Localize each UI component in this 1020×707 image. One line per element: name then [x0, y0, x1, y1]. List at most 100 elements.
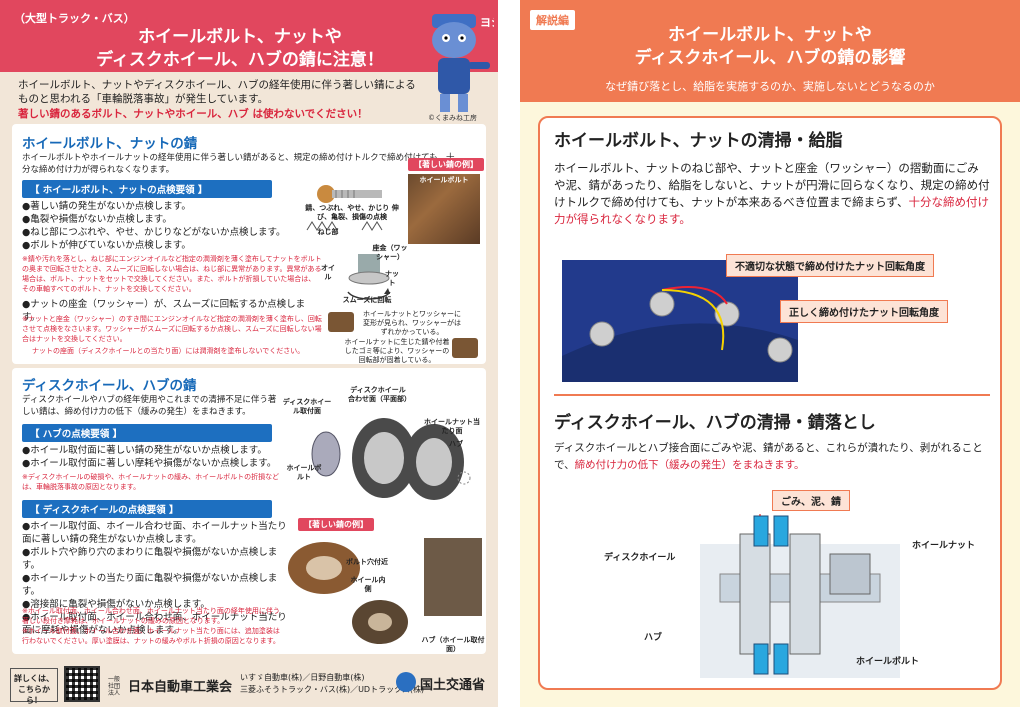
disc-hub-body: ディスクホイールとハブ接合面にごみや泥、錆があると、これらが潰れたり、剥がれるこ… [554, 440, 990, 474]
bolt-nut-highlight: 十分な締め付け力が得られなくなります。 [554, 195, 990, 226]
disc-hub-section: ディスクホイール、ハブの錆 ディスクホイールやハブの経年使用やこれまでの清掃不足… [12, 368, 486, 654]
more-info-box: 詳しくは、こちらから！ [10, 668, 58, 705]
bolt-hole-label: ボルト穴付近 [346, 558, 388, 566]
washer-nut-diagram [347, 254, 391, 300]
section1-band: 【 ホイールボルト、ナットの点検要領 】 [22, 180, 272, 198]
intro-text: ホイールボルト、ナットやディスクホイール、ハブの経年使用に伴う著しい錆によるもの… [18, 79, 416, 105]
right-title-line1: ホイールボルト、ナットや [668, 25, 872, 45]
checklist-item: ●ホイール取付面、ホイール合わせ面、ホイールナット当たり面に摩耗や損傷がないか点… [22, 612, 287, 636]
checklist-item: ●ホイール取付面、ホイール合わせ面、ホイールナット当たり面に著しい錆の発生がない… [22, 521, 287, 545]
section1-note3: ナットの座面（ディスクホイールとの当たり面）には潤滑剤を塗布しないでください。 [32, 347, 305, 355]
ministry-name: 国土交通省 [420, 678, 486, 693]
disc-hub-highlight: 締め付け力の低下（緩みの発生）をまねきます。 [574, 459, 805, 471]
nut-seat-label: ホイールナット当たり面 [424, 418, 480, 435]
disc-checklist: ●ホイール取付面、ホイール合わせ面、ホイールナット当たり面に著しい錆の発生がない… [22, 520, 292, 637]
oil-label: オイル [321, 264, 335, 281]
bolt-photo-label: ホイールボルト [419, 176, 469, 184]
cross-section-diagram [700, 514, 900, 678]
checklist-item: ●ホイールナットの当たり面に亀裂や損傷がないか点検します。 [22, 573, 278, 597]
makers-line2: 三菱ふそうトラック・バス(株)／UDトラックス(株) [240, 685, 425, 694]
nut-label: ナット [385, 270, 399, 287]
left-title-line2: ディスクホイール、ハブの錆に注意！ [96, 50, 384, 70]
bolt-diagram [306, 185, 383, 231]
checklist-item: ●ナットの座金（ワッシャー）が、スムーズに回転するか点検します。 [22, 299, 306, 323]
section1-note1: ※錆や汚れを落とし、ねじ部にエンジンオイルなど指定の潤滑剤を薄く塗布してナットを… [22, 255, 322, 293]
rust-example-tag-2: 【著しい錆の例】 [298, 518, 374, 531]
checklist-item: ●亀裂や損傷がないか点検します。 [22, 214, 172, 225]
wheel-nut-photo [562, 260, 798, 382]
right-subtitle: なぜ錆び落とし、給脂を実施するのか、実施しないとどうなるのか [605, 80, 935, 93]
checklist-item: ●ボルト穴や飾り穴のまわりに亀裂や損傷がないか点検します。 [22, 547, 278, 571]
ministry-logo-icon [396, 672, 416, 692]
left-title-line1: ホイールボルト、ナットや [138, 27, 342, 47]
disc-note2: ※ホイール取付面、ホイール合わせ面、ホイールナット当たり面には、追加塗装は行わな… [22, 627, 280, 645]
wheel-inner-label: ホイール内側 [350, 576, 386, 593]
disc-hub-text: ディスクホイールとハブ接合面にごみや泥、錆があると、これらが潰れたり、剥がれるこ… [554, 442, 983, 471]
hub-photo-caption: ハブ（ホイール取付面） [421, 636, 485, 653]
checklist-item: ●ねじ部につぶれや、やせ、かじりなどがないか点検します。 [22, 227, 286, 238]
dirt-label: ごみ、泥、錆 [772, 490, 850, 511]
nut-rust-caption: ホイールナットとワッシャーに変形が見られ、ワッシャーがはずれかかっている。 [362, 310, 462, 336]
bolt-nut-text: ホイールボルト、ナットのねじ部や、ナットと座金（ワッシャー）の摺動面にごみや泥、… [554, 161, 990, 209]
section1-note2: ※ナットと座金（ワッシャー）のすき間にエンジンオイルなど指定の潤滑剤を薄く塗布し… [22, 315, 322, 343]
disc-note1: ※ホイール取付面、ホイール合わせ面、ホイールナット当たり面の経年使用に伴う著しい… [22, 607, 280, 625]
bolt-caption: 錆、つぶれ、やせ、かじり 伸び、亀裂、損傷の点検 [305, 204, 399, 221]
checklist-item: ●ホイール取付面に著しい錆の発生がないか点検します。 [22, 445, 267, 456]
improper-angle-callout: 不適切な状態で締め付けたナット回転角度 [726, 254, 934, 277]
hub-band: 【 ハブの点検要領 】 [22, 424, 272, 442]
disc-wheel-label: ディスクホイール [604, 553, 676, 563]
section1-checklist: ●著しい錆の発生がないか点検します。 ●亀裂や損傷がないか点検します。 ●ねじ部… [22, 200, 292, 252]
bolt-nut-section: ホイールボルト、ナットの錆 ホイールボルトやホイールナットの経年使用に伴う著しい… [12, 124, 486, 364]
org-small: 一般社団法人 [108, 676, 121, 697]
nut-rust-caption-2: ホイールナットに生じた錆や付着したゴミ等により、ワッシャーの回転部が固着している… [344, 338, 450, 364]
disc-mount-label: ディスクホイール取付面 [282, 398, 332, 415]
rusty-nut-photo [328, 312, 354, 332]
section-divider [554, 394, 990, 396]
explanation-badge: 解説編 [530, 10, 575, 30]
mascot-shout: ヨシ！ [480, 16, 494, 29]
makers-line1: いすゞ自動車(株)／日野自動車(株) [240, 673, 365, 682]
right-header: 解説編 ホイールボルト、ナットや ディスクホイール、ハブの錆の影響 なぜ錆び落と… [520, 0, 1020, 102]
checklist-item: ●ボルトが伸びていないか点検します。 [22, 240, 191, 251]
wheel-hub-diagram [311, 418, 471, 500]
hub-note: ※ディスクホイールの破損や、ホイールナットの緩み、ホイールボルトの折損などは、車… [22, 473, 280, 491]
wheel-nut-label: ホイールナット [912, 541, 976, 551]
rusty-wheel-photos [288, 538, 482, 644]
checklist-item: ●著しい錆の発生がないか点検します。 [22, 201, 191, 212]
thread-label: ねじ部 [317, 228, 339, 236]
right-page: 解説編 ホイールボルト、ナットや ディスクホイール、ハブの錆の影響 なぜ錆び落と… [520, 0, 1020, 707]
left-page: （大型トラック・バス） ホイールボルト、ナットや ディスクホイール、ハブの錆に注… [0, 0, 498, 707]
left-header: （大型トラック・バス） ホイールボルト、ナットや ディスクホイール、ハブの錆に注… [0, 0, 498, 72]
section1-title: ホイールボルト、ナットの錆 [22, 136, 198, 152]
warning-text: 著しい錆のあるボルト、ナットやホイール、ハブ は使わないでください！ [18, 108, 368, 120]
hub-bolt-label: ホイールボルト [286, 464, 322, 481]
heading-disc-hub: ディスクホイール、ハブの清掃・錆落とし [554, 413, 876, 433]
hub-label-right: ハブ [644, 633, 663, 643]
left-footer: 詳しくは、こちらから！ 一般社団法人 日本自動車工業会 いすゞ自動車(株)／日野… [0, 658, 498, 707]
washer-label: 座金（ワッシャー） [372, 244, 408, 261]
hub-label: ハブ [449, 440, 463, 448]
checklist-item: ●溶接部に亀裂や損傷がないか点検します。 [22, 599, 210, 610]
org-name: 日本自動車工業会 [128, 680, 233, 695]
section2-title: ディスクホイール、ハブの錆 [22, 378, 197, 394]
copyright: ©くまみね工房 [428, 114, 477, 122]
section2-desc: ディスクホイールやハブの経年使用やこれまでの清掃不足に伴う著しい錆は、締め付け力… [22, 395, 277, 417]
wheel-bolt-label: ホイールボルト [856, 657, 920, 667]
bolt-nut-body: ホイールボルト、ナットのねじ部や、ナットと座金（ワッシャー）の摺動面にごみや泥、… [554, 160, 990, 228]
rusty-nut-photo-2 [452, 338, 478, 358]
heading-bolt-nut: ホイールボルト、ナットの清掃・給脂 [554, 131, 843, 151]
right-title-line2: ディスクホイール、ハブの錆の影響 [634, 48, 906, 68]
rusty-bolts-photo [408, 174, 480, 244]
section1-desc: ホイールボルトやホイールナットの経年使用に伴う著しい錆があると、規定の締め付けト… [22, 153, 455, 175]
hub-checklist: ●ホイール取付面に著しい錆の発生がないか点検します。 ●ホイール取付面に著しい摩… [22, 444, 292, 470]
qr-code[interactable] [64, 666, 100, 702]
checklist-item: ●ホイール取付面に著しい摩耗や損傷がないか点検します。 [22, 458, 277, 469]
disc-mate-label: ディスクホイール合わせ面（平面部） [348, 386, 411, 403]
cat-mascot-illustration: ヨシ！ [432, 14, 494, 112]
smooth-label: スムーズに回転 [342, 296, 392, 304]
disc-band: 【 ディスクホイールの点検要領 】 [22, 500, 272, 518]
vehicle-tag: （大型トラック・バス） [14, 12, 135, 25]
proper-angle-callout: 正しく締め付けたナット回転角度 [780, 300, 948, 323]
rust-example-tag: 【著しい錆の例】 [408, 158, 484, 171]
explanation-card: ホイールボルト、ナットの清掃・給脂 ホイールボルト、ナットのねじ部や、ナットと座… [538, 116, 1002, 690]
